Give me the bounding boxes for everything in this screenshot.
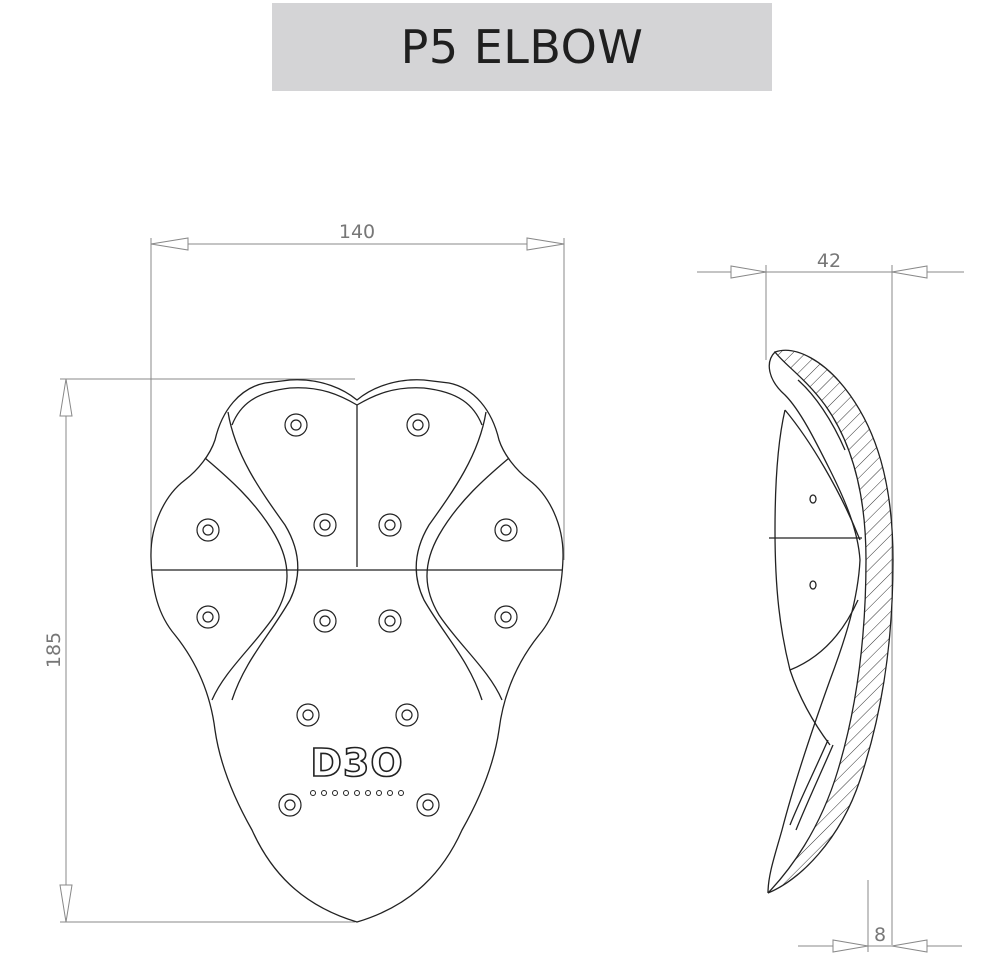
hole: [278, 793, 302, 817]
hole: [284, 413, 308, 437]
hole: [296, 703, 320, 727]
dimension-width: [150, 237, 565, 560]
hole: [196, 605, 220, 629]
dimension-thickness: [697, 265, 964, 945]
side-view-pad: [767, 349, 894, 894]
hole: [378, 609, 402, 633]
hole: [313, 513, 337, 537]
thickness-label: 42: [817, 250, 841, 272]
hole: [494, 518, 518, 542]
title-banner: P5 ELBOW: [272, 3, 772, 91]
hole: [494, 605, 518, 629]
pad-holes: [196, 413, 518, 817]
hole: [416, 793, 440, 817]
hole: [313, 609, 337, 633]
dimension-edge: [798, 880, 962, 953]
height-label: 185: [43, 632, 65, 668]
hole: [406, 413, 430, 437]
dimension-height: [59, 378, 355, 923]
front-view-pad: [150, 379, 564, 923]
d3o-logo: D3O: [310, 741, 403, 785]
edge-label: 8: [874, 924, 886, 946]
page-title: P5 ELBOW: [400, 20, 644, 74]
hole: [196, 518, 220, 542]
width-label: 140: [339, 221, 375, 243]
hole: [378, 513, 402, 537]
hole: [395, 703, 419, 727]
logo-dots: [310, 790, 404, 796]
